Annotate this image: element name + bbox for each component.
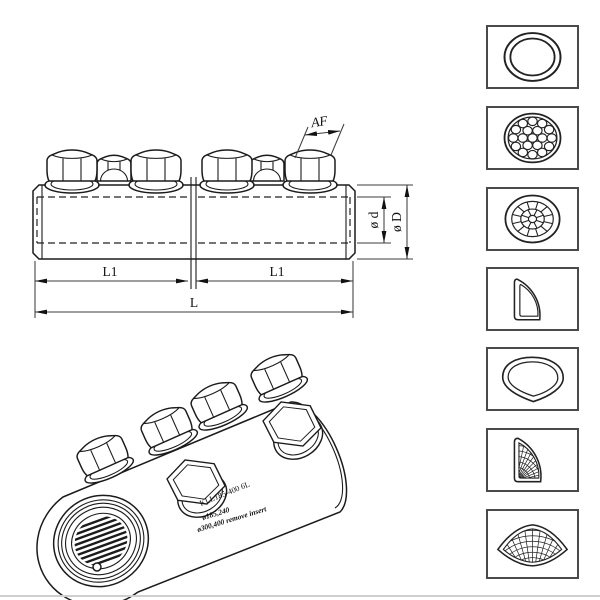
front-face-3d [52,494,150,588]
dimension-af: AF [294,113,345,159]
center-break-lines [190,177,197,289]
dim-label-outer-diameter: ø D [389,212,404,232]
cross-section-box-round-compacted [486,187,579,251]
insert-notch [92,562,102,572]
cross-section-box-oval [486,347,579,411]
cross-section-box-round-solid [486,25,579,89]
cross-section-box-sector-solid [486,267,579,331]
dim-label-bore-diameter: ø d [366,211,381,228]
round-solid-conductor-icon [503,32,562,82]
dimension-diameters: ø d ø D [357,184,413,260]
view-3d-isometric: KLL185-400 6L ø185,240 ø300,400 remove i… [36,346,348,600]
dimension-lengths: L1 L1 L [34,261,354,318]
oval-conductor-icon [501,356,565,403]
dim-label-l1-right: L1 [270,264,285,279]
round-stranded-conductor-icon [503,112,562,164]
cross-section-box-sector-stranded-wide [486,509,579,579]
sector-stranded-wide-conductor-icon [496,524,569,567]
round-compacted-conductor-icon [504,194,561,244]
cross-section-box-sector-stranded [486,428,579,492]
dim-label-l: L [190,295,198,310]
dim-label-l1-left: L1 [103,264,118,279]
sector-solid-conductor-icon [513,278,541,321]
bottom-divider-line [0,595,600,597]
view-2d-orthographic: AF ø d ø D L1 L1 L [32,113,413,318]
connector-body-2d [32,177,356,289]
dim-label-af: AF [309,113,329,131]
sector-stranded-conductor-icon [513,437,542,483]
cross-section-box-round-stranded [486,106,579,170]
